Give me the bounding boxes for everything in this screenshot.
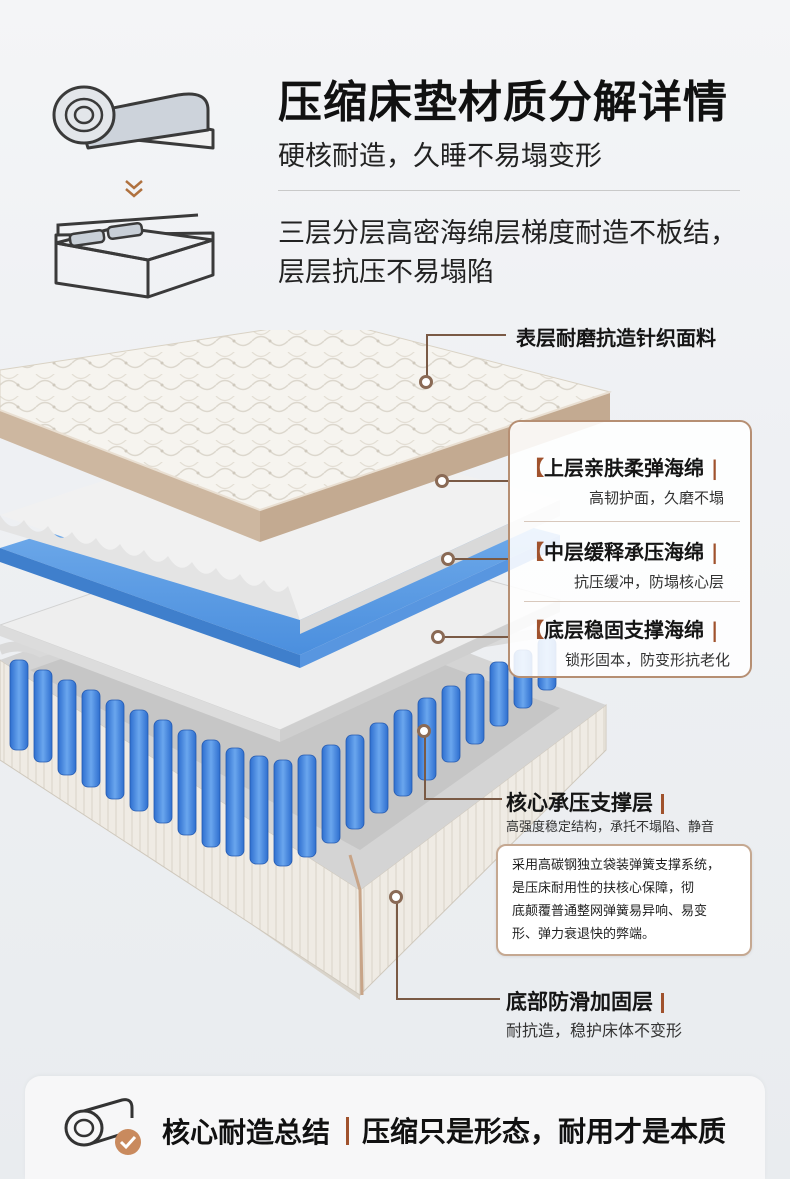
summary-banner	[25, 1076, 765, 1179]
leader-mid-foam	[448, 558, 510, 560]
layer-top-title: 上层亲肤柔弹海绵	[544, 456, 704, 480]
dot-top-foam	[435, 474, 449, 488]
page-title: 压缩床垫材质分解详情	[278, 77, 728, 128]
layer-bottom-sub: 锁形固本，防变形抗老化	[564, 651, 730, 669]
dot-base	[389, 890, 403, 904]
layer-bottom-title: 底层稳固支撑海绵	[544, 618, 704, 642]
layer-top-sub: 高韧护面，久磨不塌	[588, 489, 724, 507]
layer-mid-title: 中层缓释承压海绵	[544, 540, 704, 564]
layer-mid-sub: 抗压缓冲，防塌核心层	[573, 573, 724, 591]
card-divider	[524, 601, 740, 602]
layer-mid-foam: 【中层缓释承压海绵 | 抗压缓冲，防塌核心层	[510, 536, 750, 592]
base-layer-sub: 耐抗造，稳护床体不变形	[506, 1021, 683, 1040]
bed-icon	[54, 213, 215, 299]
summary-label: 核心耐造总结	[162, 1116, 331, 1149]
core-layer-title: 核心承压支撑层	[506, 787, 664, 817]
label-fabric: 表层耐磨抗造针织面料	[516, 326, 716, 350]
leader-fabric-v	[426, 334, 428, 380]
core-layer-sub: 高强度稳定结构，承托不塌陷、静音	[506, 820, 715, 835]
rolled-mattress-check-icon	[64, 1098, 141, 1155]
leader-base-h	[396, 998, 500, 1000]
leader-fabric-h	[426, 334, 506, 336]
foam-layers-card: 【上层亲肤柔弹海绵 | 高韧护面，久磨不塌 【中层缓释承压海绵 | 抗压缓冲，防…	[508, 420, 752, 678]
card-divider	[524, 521, 740, 522]
leader-core-v	[424, 730, 426, 800]
dot-mid-foam	[441, 552, 455, 566]
leader-base-v	[396, 896, 398, 1000]
header-divider	[278, 190, 740, 191]
mattress-exploded-illustration	[0, 330, 612, 1000]
dot-fabric	[419, 375, 433, 389]
base-layer-title: 底部防滑加固层	[506, 986, 664, 1016]
page-subtitle: 硬核耐造，久睡不易塌变形	[278, 141, 602, 172]
layer-bottom-foam: 【底层稳固支撑海绵 | 锁形固本，防变形抗老化	[510, 614, 750, 670]
summary-divider	[346, 1117, 349, 1145]
dot-core	[417, 724, 431, 738]
description-line-2: 层层抗压不易塌陷	[278, 257, 494, 288]
header-description: 三层分层高密海绵层梯度耐造不板结， 层层抗压不易塌陷	[278, 214, 737, 292]
description-line-1: 三层分层高密海绵层梯度耐造不板结，	[278, 218, 737, 249]
summary-tagline: 压缩只是形态，耐用才是本质	[362, 1115, 727, 1148]
core-layer-note: 采用高碳钢独立袋装弹簧支撑系统， 是压床耐用性的扶核心保障，彻 底颠覆普通整网弹…	[496, 844, 752, 956]
dot-bottom-foam	[431, 630, 445, 644]
layer-top-foam: 【上层亲肤柔弹海绵 | 高韧护面，久磨不塌	[510, 452, 750, 508]
leader-bottom-foam	[438, 636, 510, 638]
leader-core-h	[424, 798, 502, 800]
double-chevron-down-icon	[125, 180, 143, 198]
leader-top-foam	[442, 480, 510, 482]
rolled-mattress-icon	[52, 85, 215, 150]
